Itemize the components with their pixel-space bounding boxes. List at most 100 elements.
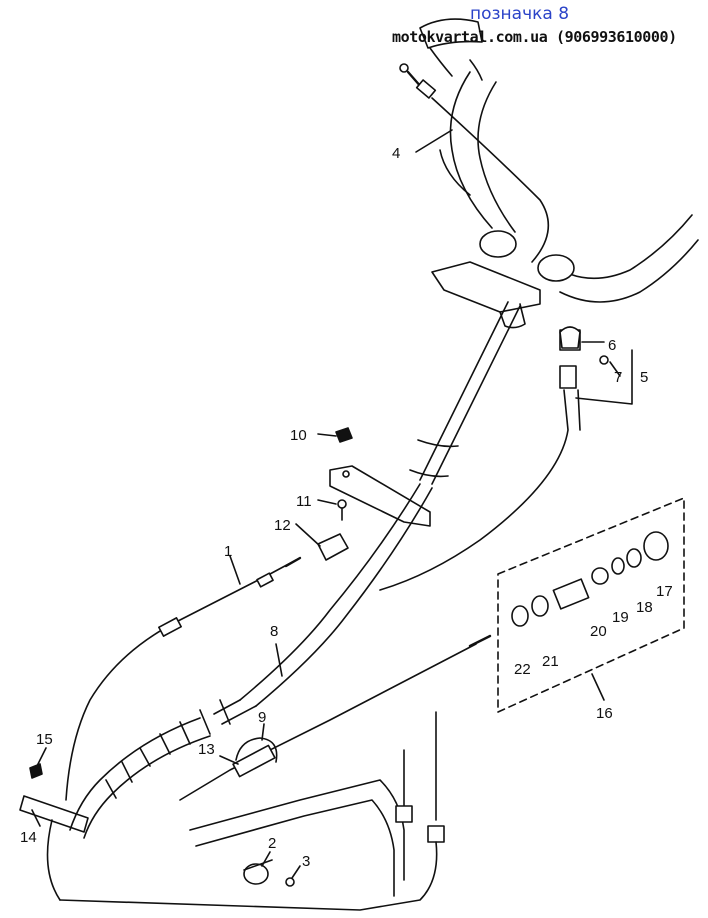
- callout-9: 9: [258, 709, 266, 726]
- part-13-sleeve: [232, 744, 276, 778]
- leader-2: [261, 851, 271, 867]
- leader-7: [609, 361, 621, 377]
- leader-10: [317, 433, 337, 437]
- harness-wrap-stripes: [105, 699, 231, 799]
- callout-1: 1: [224, 543, 232, 560]
- grip-texture: [429, 47, 483, 81]
- callout-6: 6: [608, 337, 616, 354]
- exploded-view-16: [497, 497, 685, 713]
- bottom-parts: [19, 763, 295, 887]
- callout-numbers: 4 6 7 5 10 11 12 1 8 9 13 15 14 2 3 16 1…: [20, 145, 673, 870]
- callout-22: 22: [514, 661, 531, 678]
- leader-11: [317, 499, 337, 505]
- small-parts: [317, 427, 353, 561]
- clamp-left: [479, 230, 517, 258]
- leader-13: [219, 755, 239, 765]
- callout-21: 21: [542, 653, 559, 670]
- leader-8: [275, 643, 283, 677]
- part-10-nut: [335, 427, 353, 443]
- cable-5-line-b: [577, 389, 581, 431]
- lower-cable-d: [46, 819, 61, 901]
- lower-cable-a: [189, 779, 405, 881]
- lower-cables: [46, 711, 445, 911]
- leader-3: [291, 865, 301, 879]
- leader-1: [229, 555, 241, 585]
- part-14-plate: [19, 795, 89, 833]
- callout-15: 15: [36, 731, 53, 748]
- callout-13: 13: [198, 741, 215, 758]
- part-21-washer: [531, 595, 549, 617]
- callout-20: 20: [590, 623, 607, 640]
- cable-bracket: [329, 465, 431, 527]
- part-18-ring: [626, 548, 642, 568]
- cable-1-fitting: [256, 572, 274, 588]
- part-6-cap-top: [559, 326, 581, 349]
- clamp-base-lower: [499, 303, 526, 329]
- harness-lower-b: [83, 735, 211, 839]
- callout-19: 19: [612, 609, 629, 626]
- main-cable-run: [239, 301, 521, 707]
- cable-4: [399, 63, 550, 263]
- harness-8: [69, 699, 257, 839]
- rod-left-fitting: [395, 805, 413, 823]
- bar-tube-left-outer: [449, 71, 493, 229]
- callout-5: 5: [640, 369, 648, 386]
- cable-5-fitting: [559, 365, 577, 389]
- part-22-washer: [511, 605, 529, 627]
- handlebar: [419, 18, 699, 329]
- callout-16: 16: [596, 705, 613, 722]
- cable-5: [379, 326, 609, 591]
- callout-12: 12: [274, 517, 291, 534]
- leader-9: [261, 723, 265, 741]
- harness-lower-a: [69, 717, 201, 831]
- part-20-end: [591, 567, 609, 585]
- stem-line-a: [419, 301, 509, 481]
- guide-band-b: [409, 469, 449, 478]
- cable-13-line: [179, 643, 477, 801]
- stem-line-b: [431, 305, 521, 485]
- cable-13: [179, 634, 492, 801]
- leader-12: [295, 523, 321, 547]
- cable-4-line: [431, 97, 550, 263]
- leader-15: [35, 747, 47, 769]
- clamp-base: [431, 261, 541, 313]
- lower-cable-c: [59, 841, 438, 911]
- callout-8: 8: [270, 623, 278, 640]
- bar-right-inner: [559, 239, 699, 303]
- leader-5: [575, 349, 633, 405]
- bracket-hole: [342, 470, 350, 478]
- cable-4-end-nipple: [399, 63, 409, 73]
- callout-10: 10: [290, 427, 307, 444]
- callout-18: 18: [636, 599, 653, 616]
- cable-1-adjuster: [158, 617, 182, 637]
- clamp-right: [537, 254, 575, 282]
- part-17-nut: [643, 531, 669, 561]
- dashed-frame: [497, 497, 685, 713]
- harness-line-a: [239, 483, 421, 701]
- part-12-boot: [317, 533, 349, 561]
- leader-4: [415, 129, 453, 153]
- callout-3: 3: [302, 853, 310, 870]
- lower-cable-b: [195, 799, 395, 897]
- callout-2: 2: [268, 835, 276, 852]
- part-11-bolt-head: [337, 499, 347, 509]
- part-20-gear: [552, 578, 590, 610]
- grip-left: [419, 18, 483, 49]
- leader-lines: [31, 129, 633, 879]
- bar-tube-left-inner: [477, 81, 516, 233]
- leader-16: [591, 673, 605, 701]
- leader-14: [31, 809, 41, 827]
- cable-13-end: [468, 634, 492, 648]
- cable-5-line: [379, 389, 569, 591]
- callout-14: 14: [20, 829, 37, 846]
- page-title: позначка 8: [470, 4, 570, 24]
- part-3-screw: [285, 877, 295, 887]
- part-15-bolt: [29, 763, 43, 779]
- cable-1: [65, 556, 302, 801]
- bar-bend: [439, 149, 471, 196]
- rod-right-fitting: [427, 825, 445, 843]
- callout-4: 4: [392, 145, 400, 162]
- callout-11: 11: [296, 493, 312, 510]
- part-2-tab: [243, 859, 273, 871]
